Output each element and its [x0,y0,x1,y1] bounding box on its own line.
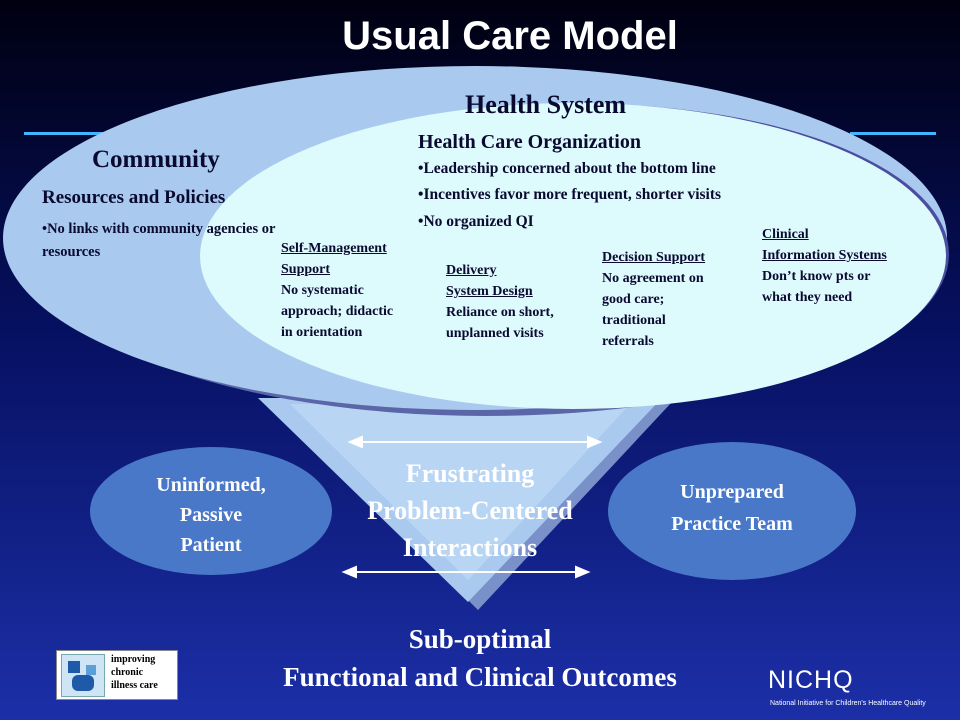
nichq-subtitle: National Initiative for Children's Healt… [770,700,926,707]
health-system-ellipse [200,103,946,409]
team-ellipse [608,442,856,580]
team-line: Unprepared [680,481,784,503]
decision-support: Decision Support No agreement on good ca… [602,247,752,352]
nichq-logo: NICHQ [768,666,854,694]
component-heading-line: Self-Management [281,241,387,256]
self-management-support: Self-Management Support No systematic ap… [281,238,441,343]
delivery-system-design: Delivery System Design Reliance on short… [446,260,596,344]
people-icon [61,654,105,697]
clinical-information-systems: Clinical Information Systems Don’t know … [762,224,942,308]
hco-item-incentives: Incentives favor more frequent, shorter … [418,182,721,208]
logo-line: illness care [111,680,158,691]
component-body-line: traditional [602,313,666,328]
patient-line: Patient [180,534,242,556]
team-line: Practice Team [671,513,793,535]
component-body-line: Reliance on short, [446,305,554,320]
left-rule [24,132,104,135]
health-system-title: Health System [465,90,627,119]
component-body-line: unplanned visits [446,326,544,341]
funnel-inner [290,404,630,580]
patient-line: Uninformed, [156,474,266,496]
interactions-line: Interactions [402,533,538,562]
component-body-line: good care; [602,292,665,307]
outcomes-line: Functional and Clinical Outcomes [283,662,677,692]
hco-item-leadership: Leadership concerned about the bottom li… [418,156,715,182]
component-heading-line: Information Systems [762,248,887,263]
component-heading-line: Delivery [446,263,497,278]
component-body-line: referrals [602,334,654,349]
hco-item-qi: No organized QI [418,209,533,235]
interactions-label: Frustrating Problem-Centered Interaction… [330,455,610,566]
component-heading-line: Clinical [762,227,809,242]
community-title: Community [92,146,220,173]
logo-line: improving [111,654,156,665]
patient-label: Uninformed, Passive Patient [90,470,332,560]
interactions-line: Problem-Centered [367,496,573,525]
health-care-organization-title: Health Care Organization [418,131,641,153]
right-rule [850,132,936,135]
logo-line: chronic [111,667,144,678]
component-body-line: Don’t know pts or [762,269,871,284]
slide-title: Usual Care Model [342,14,678,58]
component-heading-line: Support [281,262,331,277]
component-body-line: in orientation [281,325,363,340]
component-body-line: what they need [762,290,853,305]
resources-policies-item: •No links with community agencies or res… [42,221,276,260]
patient-line: Passive [179,504,243,526]
double-arrow-bottom [341,565,591,579]
component-body-line: No systematic [281,283,364,298]
practice-team-label: Unprepared Practice Team [608,476,856,540]
outcomes-label: Sub-optimal Functional and Clinical Outc… [200,620,760,696]
component-heading-line: System Design [446,284,533,299]
component-body-line: approach; didactic [281,304,394,319]
outcomes-line: Sub-optimal [408,624,552,654]
resources-policies-title: Resources and Policies [42,187,226,208]
logo-text: improving chronic illness care [111,653,158,692]
component-body-line: No agreement on [602,271,704,286]
icic-logo: improving chronic illness care [56,650,178,700]
interactions-line: Frustrating [405,459,535,488]
double-arrow-top [347,435,603,449]
component-heading-line: Decision Support [602,250,706,265]
patient-ellipse [90,447,332,575]
